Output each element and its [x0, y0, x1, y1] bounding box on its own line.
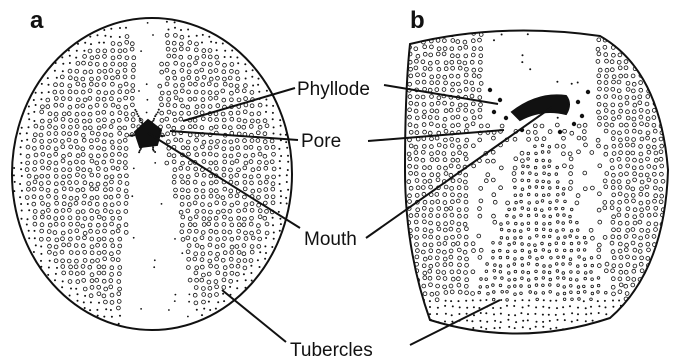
specimen-a — [12, 18, 292, 330]
panel-label-a: a — [30, 7, 44, 34]
label-pore: Pore — [301, 131, 341, 152]
label-phyllode: Phyllode — [297, 79, 370, 100]
leader-tubercles-a — [222, 290, 286, 342]
label-mouth: Mouth — [304, 229, 357, 250]
specimen-a-outline — [12, 18, 292, 330]
panel-label-b: b — [410, 7, 425, 34]
label-tubercles: Tubercles — [290, 340, 373, 359]
